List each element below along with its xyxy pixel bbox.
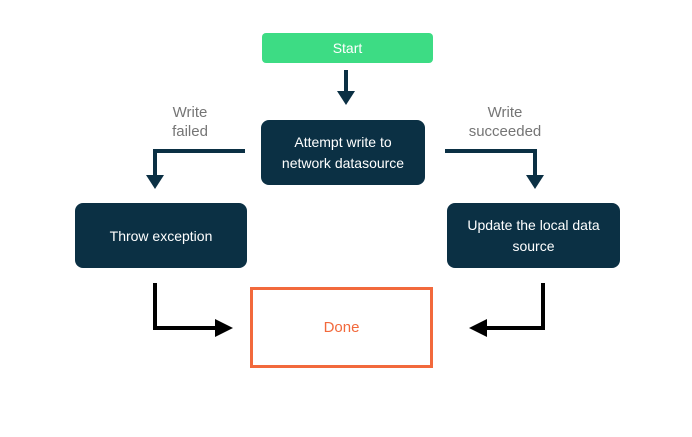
edge-attempt-to-update <box>445 149 544 189</box>
node-update-local-data-label: Update the local data source <box>467 216 600 254</box>
node-start-label: Start <box>332 40 363 56</box>
arrowhead-down-icon <box>526 175 544 189</box>
arrowhead-down-icon <box>337 91 355 105</box>
node-attempt-write: Attempt write to network datasource <box>261 120 425 185</box>
node-attempt-write-label: Attempt write to network datasource <box>281 133 405 171</box>
node-start: Start <box>262 33 433 63</box>
node-throw-exception-label: Throw exception <box>109 227 213 244</box>
arrowhead-right-icon <box>215 319 233 337</box>
edge-throw-to-done <box>153 283 233 337</box>
edge-attempt-to-update-line <box>445 149 537 176</box>
arrowhead-down-icon <box>146 175 164 189</box>
edge-label-write-succeeded: Write succeeded <box>468 104 542 140</box>
node-done: Done <box>250 287 433 368</box>
edge-label-write-failed: Write failed <box>172 104 208 140</box>
edge-attempt-to-throw-line <box>153 149 245 176</box>
arrowhead-left-icon <box>469 319 487 337</box>
node-throw-exception: Throw exception <box>75 203 247 268</box>
edge-update-to-done <box>469 283 545 337</box>
node-update-local-data: Update the local data source <box>447 203 620 268</box>
edge-attempt-to-throw <box>146 149 245 189</box>
edge-update-to-done-line <box>486 283 545 330</box>
node-done-label: Done <box>323 319 360 336</box>
edge-start-to-attempt <box>337 70 355 105</box>
edge-throw-to-done-line <box>153 283 216 330</box>
